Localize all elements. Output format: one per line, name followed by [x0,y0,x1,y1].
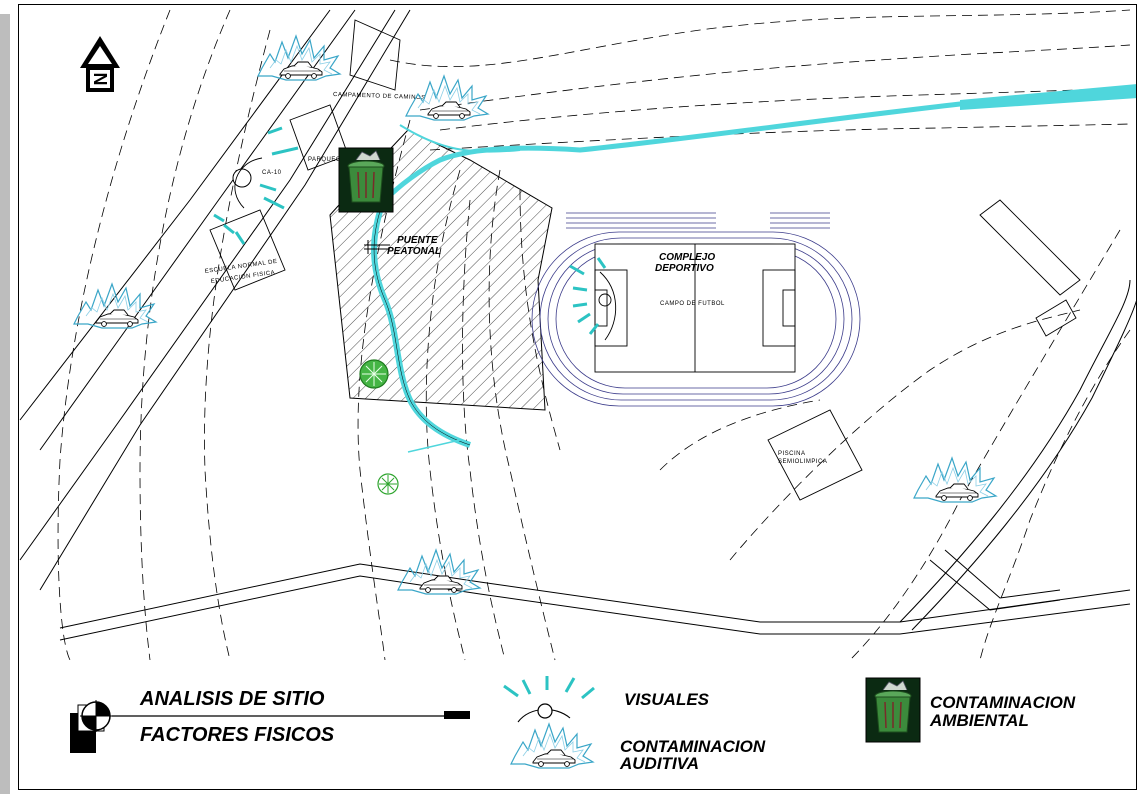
label-sports-line1: COMPLEJO [659,252,715,263]
river-edge [373,204,471,446]
legend-auditiva: CONTAMINACION AUDITIVA [620,738,765,772]
buildings [209,19,1081,501]
legend-ambiental-line2: AMBIENTAL [930,711,1029,730]
bridge-marker [364,240,390,254]
legend-visual-symbol [503,676,595,723]
legend-ambiental-line1: CONTAMINACION [930,693,1076,712]
label-ca10: CA-10 [262,170,282,176]
visual-marks-field [569,257,607,335]
title-block [70,700,470,753]
label-bridge-line1: PUENTE [397,235,438,246]
visual-marks-ca10 [213,126,299,245]
legend-car-noise-icon [510,723,594,769]
trash-bin-icon-site [338,147,394,213]
label-parking: PARQUEO [308,157,341,163]
soccer-field [594,243,796,373]
sheet-shadow [0,14,10,794]
bleachers [566,212,830,229]
legend-auditiva-line1: CONTAMINACION [620,737,766,756]
legend-ambiental: CONTAMINACION AMBIENTAL [930,694,1075,730]
legend-visuales: VISUALES [624,690,710,709]
car-noise-icon-right [913,457,997,503]
legend-auditiva-line2: AUDITIVA [620,754,700,773]
label-pool-line1: PISCINA [778,451,806,457]
contour-lines [57,9,1131,661]
car-noise-icon-top [257,35,341,81]
stream-wide [960,84,1136,110]
label-field: CAMPO DE FUTBOL [660,301,725,307]
lower-road [59,279,1136,641]
tree-icon-small [377,473,399,495]
river-tick [407,439,461,453]
north-arrow-icon: N [80,36,120,92]
eye-icon-ca10 [232,168,252,188]
label-camp: CAMPAMENTO DE CAMINOS [333,92,426,101]
legend-trash-bin-icon [865,677,921,743]
title-line2: FACTORES FISICOS [140,724,335,746]
title-line1: ANALISIS DE SITIO [140,688,325,710]
sheet-frame [18,4,1137,790]
svg-text:N: N [91,73,111,86]
label-bridge-line2: PEATONAL [387,246,441,257]
tree-icon [359,359,389,389]
label-pool-line2: SEMIOLIMPICA [778,459,827,465]
view-arc-ca10 [234,157,263,209]
view-arc-field [599,271,617,341]
label-sports-line2: DEPORTIVO [655,263,714,274]
stream-branch [399,124,521,153]
running-track [531,231,861,407]
car-noise-icon-left [73,283,157,329]
